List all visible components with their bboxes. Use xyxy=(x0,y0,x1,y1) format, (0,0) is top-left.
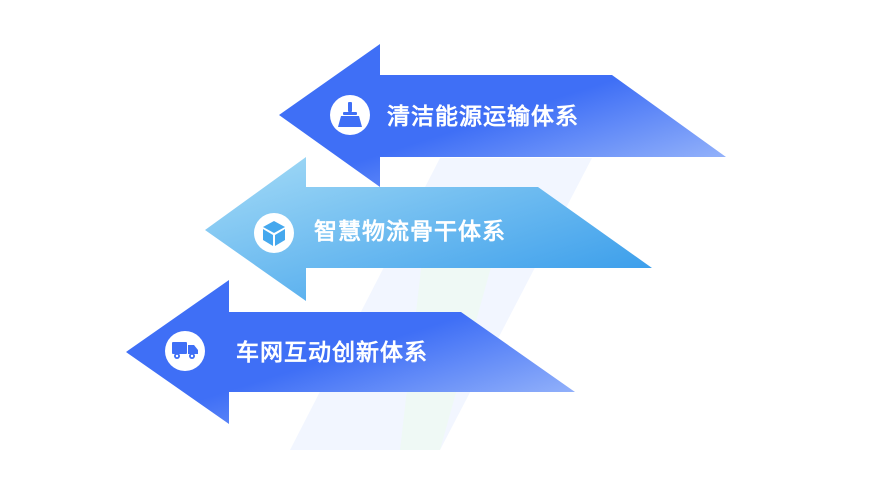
arrow-3-label: 车网互动创新体系 xyxy=(236,339,428,366)
arrow-1-shape xyxy=(279,44,726,187)
arrow-2-shape xyxy=(205,157,652,301)
arrow-3-shape xyxy=(126,280,575,424)
arrow-2-label: 智慧物流骨干体系 xyxy=(314,218,506,245)
arrow-1-label: 清洁能源运输体系 xyxy=(387,103,579,130)
arrow-clean-energy: 清洁能源运输体系 xyxy=(279,44,726,187)
arrow-1-icon-badge xyxy=(330,95,370,135)
cleaning-brush-icon xyxy=(338,102,362,127)
package-box-icon xyxy=(263,221,285,246)
arrow-smart-logistics: 智慧物流骨干体系 xyxy=(205,157,652,301)
delivery-truck-icon xyxy=(172,342,198,359)
arrow-3-icon-badge xyxy=(165,331,205,371)
arrow-2-icon-badge xyxy=(254,213,294,253)
arrow-vehicle-grid: 车网互动创新体系 xyxy=(126,280,575,424)
